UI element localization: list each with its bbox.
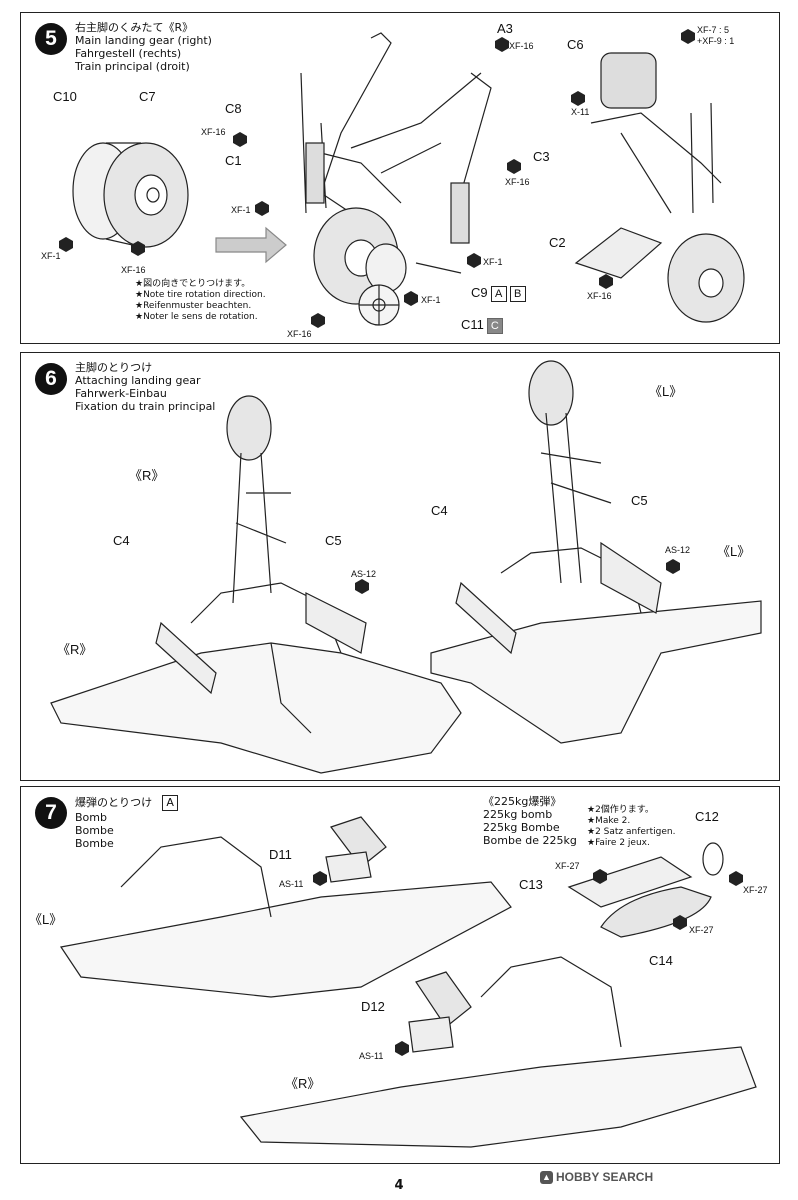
make-note-fr: ★Faire 2 jeux.	[587, 838, 650, 848]
watermark-text: HOBBY SEARCH	[556, 1170, 654, 1184]
paint-code: XF-27	[689, 925, 714, 935]
title-en: Bomb	[75, 811, 107, 824]
step-number: 6	[35, 363, 67, 395]
side-label: 《R》	[129, 468, 165, 483]
step-title: 右主脚のくみたて《R》 Main landing gear (right) Fa…	[75, 21, 212, 73]
part-label: C5	[325, 533, 342, 548]
step-title: 主脚のとりつけ Attaching landing gear Fahrwerk-…	[75, 361, 215, 413]
paint-code: XF-16	[287, 329, 312, 339]
paint-code: X-11	[571, 107, 590, 117]
title-jp-text: 爆弾のとりつけ	[75, 796, 153, 809]
step-6-illustration	[50, 360, 762, 774]
paint-mix-2: +XF-9 : 1	[697, 36, 735, 46]
part-label: D11	[269, 847, 292, 862]
title-de: Fahrgestell (rechts)	[75, 47, 182, 60]
step-title: 爆弾のとりつけ A Bomb Bombe Bombe	[75, 795, 179, 850]
marker-a: A	[162, 795, 179, 811]
part-c9: C9	[471, 285, 488, 300]
step-number: 5	[35, 23, 67, 55]
title-jp: 右主脚のくみたて《R》	[75, 21, 194, 34]
step-5-illustration	[59, 29, 745, 328]
paint-code: XF-1	[421, 295, 441, 305]
rotation-note: ★図の向きでとりつけます。 ★Note tire rotation direct…	[135, 279, 266, 323]
make-note-en: ★Make 2.	[587, 816, 631, 826]
marker-b: B	[509, 286, 526, 302]
paint-code: AS-12	[665, 545, 691, 555]
make-2-note: ★2個作ります。 ★Make 2. ★2 Satz anfertigen. ★F…	[587, 805, 675, 849]
title-de: Fahrwerk-Einbau	[75, 387, 167, 400]
paint-code: XF-1	[231, 205, 251, 215]
step-5-panel: 5 右主脚のくみたて《R》 Main landing gear (right) …	[20, 12, 780, 344]
part-label: C7	[139, 89, 156, 104]
side-label: 《R》	[285, 1076, 321, 1091]
side-label: 《L》	[29, 912, 63, 927]
part-label: C5	[631, 493, 648, 508]
paint-code: XF-16	[505, 177, 530, 187]
title-fr: Train principal (droit)	[75, 60, 190, 73]
note-jp: ★図の向きでとりつけます。	[135, 279, 251, 289]
make-note-de: ★2 Satz anfertigen.	[587, 827, 676, 837]
paint-code: XF-16	[587, 291, 612, 301]
step-7-illustration	[59, 816, 757, 1148]
title-en: Main landing gear (right)	[75, 34, 212, 47]
paint-code: AS-11	[279, 879, 304, 889]
part-label: C10	[53, 89, 77, 104]
title-de: Bombe	[75, 824, 114, 837]
part-label: A3	[497, 21, 513, 36]
paint-code: XF-27	[555, 861, 580, 871]
marker-c: C	[486, 318, 503, 334]
title-fr: Bombe	[75, 837, 114, 850]
part-label: C14	[649, 953, 673, 968]
part-label: C3	[533, 149, 550, 164]
title-jp: 主脚のとりつけ	[75, 361, 153, 374]
note-en: ★Note tire rotation direction.	[135, 290, 266, 300]
part-label: C13	[519, 877, 543, 892]
step-6-panel: 6 主脚のとりつけ Attaching landing gear Fahrwer…	[20, 352, 780, 781]
title-en: Attaching landing gear	[75, 374, 201, 387]
bomb-title-en: 225kg bomb	[483, 808, 553, 821]
paint-code: XF-16	[121, 265, 146, 275]
paint-mix: XF-7 : 5 +XF-9 : 1	[697, 25, 734, 47]
side-label: 《L》	[717, 544, 751, 559]
bomb-title: 《225kg爆弾》 225kg bomb 225kg Bombe Bombe d…	[483, 795, 577, 847]
hobby-search-logo-icon: ▲	[540, 1171, 553, 1185]
part-label: C12	[695, 809, 719, 824]
bomb-title-de: 225kg Bombe	[483, 821, 560, 834]
side-label: 《L》	[649, 384, 683, 399]
side-label: 《R》	[57, 642, 93, 657]
paint-code: XF-16	[201, 127, 226, 137]
paint-mix-1: XF-7 : 5	[697, 25, 730, 35]
part-label: C1	[225, 153, 242, 168]
paint-code: XF-16	[509, 41, 534, 51]
page-number: 4	[394, 1178, 404, 1193]
paint-code: XF-27	[743, 885, 768, 895]
bomb-title-fr: Bombe de 225kg	[483, 834, 577, 847]
part-label: C6	[567, 37, 584, 52]
paint-code: XF-1	[41, 251, 61, 261]
paint-code: AS-11	[359, 1051, 384, 1061]
title-fr: Fixation du train principal	[75, 400, 216, 413]
part-label: C8	[225, 101, 242, 116]
bomb-title-jp: 《225kg爆弾》	[483, 795, 562, 808]
part-label: C2	[549, 235, 566, 250]
make-note-jp: ★2個作ります。	[587, 805, 654, 815]
part-label: D12	[361, 999, 385, 1014]
note-de: ★Reifenmuster beachten.	[135, 301, 252, 311]
step-7-panel: 7 爆弾のとりつけ A Bomb Bombe Bombe 《225kg爆弾》 22…	[20, 786, 780, 1164]
note-fr: ★Noter le sens de rotation.	[135, 312, 258, 322]
paint-code: XF-1	[483, 257, 503, 267]
watermark: ▲HOBBY SEARCH	[540, 1170, 654, 1185]
part-label: C4	[113, 533, 130, 548]
paint-code: AS-12	[351, 569, 377, 579]
step-number: 7	[35, 797, 67, 829]
title-jp: 爆弾のとりつけ A	[75, 795, 179, 811]
part-c11: C11	[461, 317, 484, 332]
part-label: C4	[431, 503, 448, 518]
marker-a: A	[490, 286, 507, 302]
